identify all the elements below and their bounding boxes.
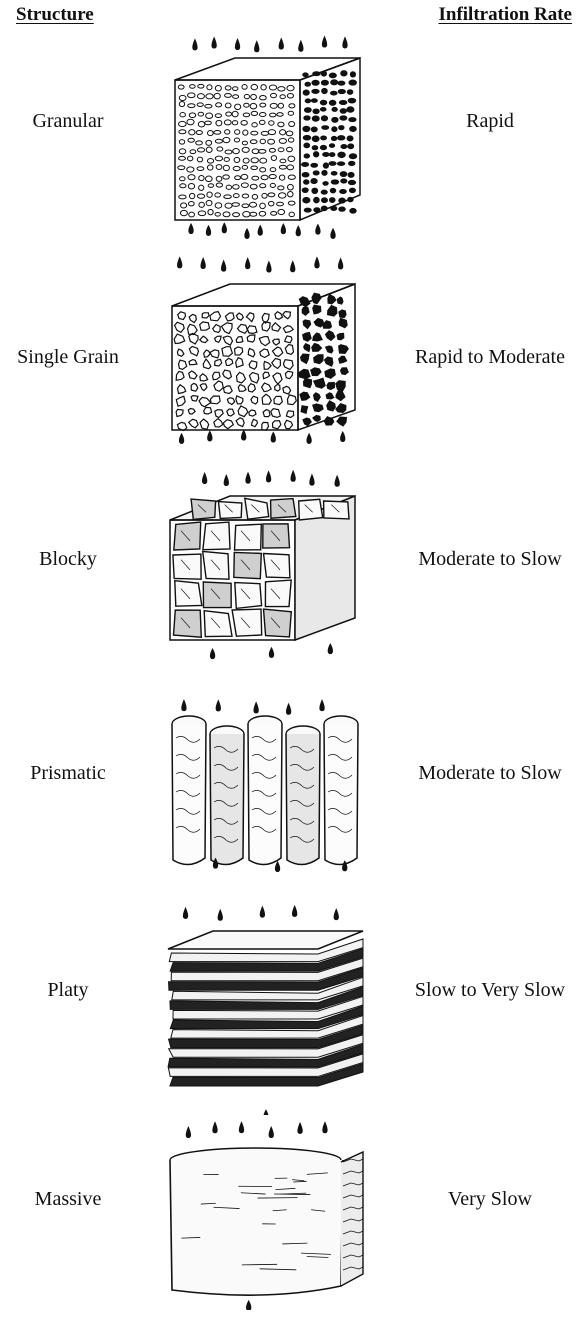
water-drop-icon	[286, 703, 291, 715]
water-drop-icon	[297, 1122, 302, 1134]
water-drop-icon	[241, 430, 246, 441]
water-drop-icon	[260, 906, 265, 918]
water-drop-icon	[334, 908, 339, 920]
platy-block-svg	[150, 905, 380, 1115]
platy-soil-illustration	[150, 905, 380, 1115]
water-drop-icon	[253, 701, 258, 713]
infiltration-rate-label: Moderate to Slow	[390, 548, 580, 571]
structure-label: Single Grain	[0, 346, 136, 369]
water-drop-icon	[206, 225, 211, 236]
infiltration-rate-column-header: Infiltration Rate	[438, 4, 572, 26]
prismatic-soil-illustration	[150, 690, 380, 900]
water-drop-icon	[186, 1126, 191, 1138]
water-drop-icon	[315, 224, 320, 235]
water-drop-icon	[245, 257, 250, 269]
water-drop-icon	[266, 261, 271, 273]
water-drop-icon	[328, 643, 333, 654]
water-drop-icon	[340, 431, 345, 442]
water-drop-icon	[246, 1300, 251, 1310]
water-drop-icon	[290, 260, 295, 272]
water-drop-icon	[296, 225, 301, 236]
water-drop-icon	[177, 256, 182, 268]
water-drop-icon	[188, 223, 193, 234]
massive-block-svg	[150, 1120, 380, 1310]
water-drop-icon	[183, 907, 188, 919]
water-drop-icon	[192, 38, 197, 50]
infiltration-rate-label: Rapid to Moderate	[390, 346, 580, 369]
structure-label: Massive	[0, 1188, 136, 1211]
water-drop-icon	[181, 699, 186, 711]
structure-label: Blocky	[0, 548, 136, 571]
infiltration-rate-label: Moderate to Slow	[390, 762, 580, 785]
water-drop-icon	[269, 647, 274, 658]
granular-soil-illustration	[150, 30, 380, 240]
structure-label: Platy	[0, 979, 136, 1002]
water-drop-icon	[306, 433, 311, 444]
water-drop-icon	[298, 40, 303, 52]
water-drop-icon	[319, 699, 324, 711]
structure-label: Granular	[0, 110, 136, 133]
water-drop-icon	[245, 472, 250, 484]
water-drop-icon	[342, 36, 347, 48]
prismatic-block-svg	[150, 690, 380, 900]
blocky-block-svg	[150, 470, 380, 680]
water-drop-icon	[309, 474, 314, 486]
water-drop-icon	[244, 228, 249, 239]
soil-row-platy: Platy Slow to Very Slow	[0, 905, 580, 1115]
water-drop-icon	[216, 699, 221, 711]
water-drop-icon	[290, 470, 295, 482]
blocky-soil-illustration	[150, 470, 380, 680]
water-drop-icon	[269, 1126, 274, 1138]
water-drop-icon	[258, 225, 263, 236]
soil-row-blocky: Blocky Moderate to Slow	[0, 470, 580, 680]
water-drop-icon	[254, 40, 259, 52]
water-drop-icon	[335, 475, 340, 487]
water-drop-icon	[279, 37, 284, 49]
water-drop-icon	[322, 1121, 327, 1133]
water-drop-icon	[330, 228, 335, 239]
water-drop-icon	[201, 257, 206, 269]
water-drop-icon	[218, 909, 223, 921]
soil-row-massive: Massive Very Slow	[0, 1120, 580, 1330]
water-drop-icon	[212, 1121, 217, 1133]
infiltration-rate-label: Very Slow	[390, 1188, 580, 1211]
water-drop-icon	[314, 256, 319, 268]
single-grain-soil-illustration	[150, 250, 380, 460]
structure-label: Prismatic	[0, 762, 136, 785]
water-drop-icon	[235, 38, 240, 50]
water-drop-icon	[275, 861, 280, 872]
water-drop-icon	[263, 1109, 268, 1115]
structure-column-header: Structure	[16, 4, 94, 26]
single-grain-block-svg	[150, 250, 380, 460]
water-drop-icon	[224, 474, 229, 486]
granular-block-svg	[150, 30, 380, 240]
water-drop-icon	[271, 431, 276, 442]
water-drop-icon	[322, 35, 327, 47]
water-drop-icon	[210, 648, 215, 659]
water-drop-icon	[179, 433, 184, 444]
water-drop-icon	[202, 472, 207, 484]
water-drop-icon	[211, 36, 216, 48]
water-drop-icon	[292, 905, 297, 917]
water-drop-icon	[266, 470, 271, 482]
water-drop-icon	[207, 430, 212, 441]
soil-row-single-grain: Single Grain Rapid to Moderate	[0, 250, 580, 460]
soil-row-granular: Granular Rapid	[0, 30, 580, 240]
water-drop-icon	[221, 260, 226, 272]
soil-row-prismatic: Prismatic Moderate to Slow	[0, 690, 580, 900]
massive-soil-illustration	[150, 1120, 380, 1310]
water-drop-icon	[338, 257, 343, 269]
infiltration-rate-label: Rapid	[390, 110, 580, 133]
infiltration-rate-label: Slow to Very Slow	[390, 979, 580, 1002]
water-drop-icon	[281, 223, 286, 234]
water-drop-icon	[222, 222, 227, 233]
water-drop-icon	[239, 1121, 244, 1133]
